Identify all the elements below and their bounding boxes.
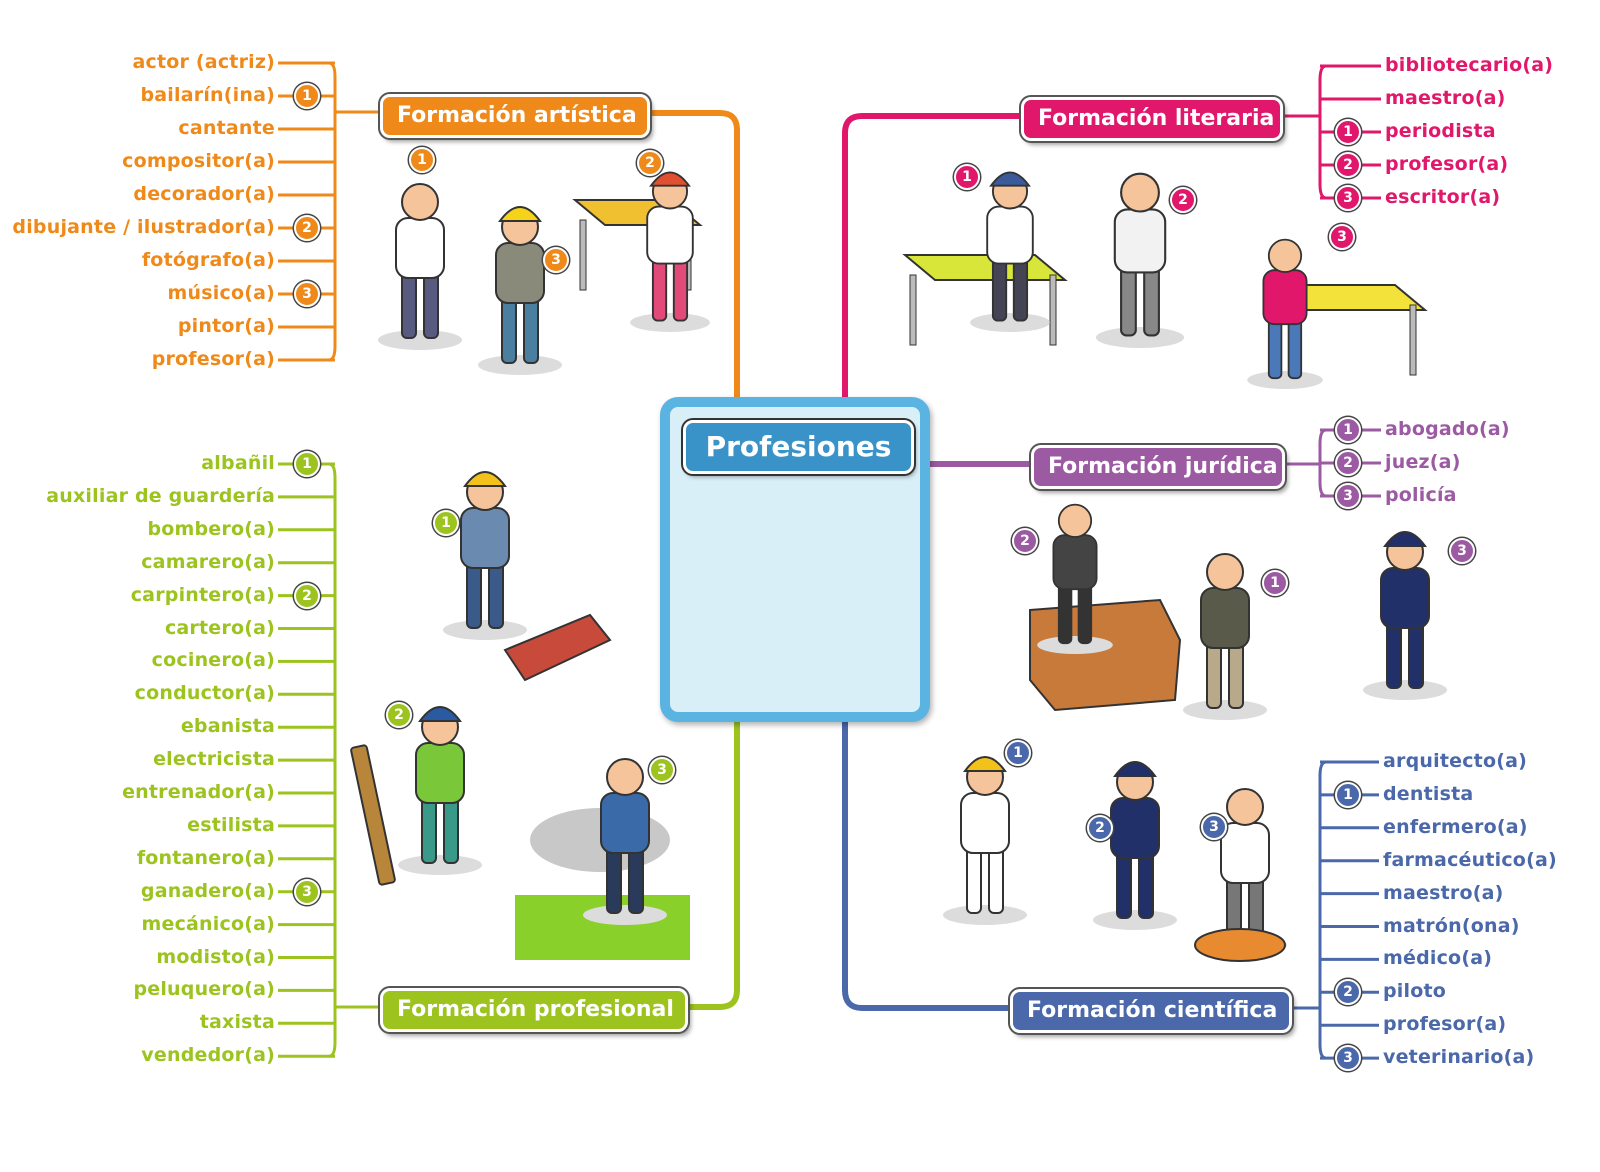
scene-number-badge: 2 [1087,815,1113,841]
category-literaria[interactable]: Formación literaria [1021,97,1283,141]
scene-number-badge: 3 [649,757,675,783]
number-badge: 2 [294,215,320,241]
branch-item-cientifica[interactable]: piloto [1383,980,1447,1003]
branch-item-juridica[interactable]: policía [1385,484,1457,506]
category-artistica[interactable]: Formación artística [380,94,650,138]
number-badge: 2 [1335,979,1361,1006]
number-badge: 1 [294,83,320,109]
scene-number-badge: 3 [1201,814,1227,840]
branch-item-profesional[interactable]: ebanista [180,715,275,738]
branch-item-profesional[interactable]: fontanero(a) [136,846,275,869]
branch-item-artistica[interactable]: bailarín(ina) [140,84,275,106]
branch-item-cientifica[interactable]: dentista [1383,782,1474,805]
branch-item-profesional[interactable]: conductor(a) [134,682,275,705]
branch-item-artistica[interactable]: músico(a) [167,282,275,304]
branch-item-artistica[interactable]: fotógrafo(a) [141,249,275,271]
number-badge: 3 [294,878,320,905]
branch-item-cientifica[interactable]: médico(a) [1383,947,1493,970]
center-title: Profesiones [683,420,914,474]
branch-item-juridica[interactable]: abogado(a) [1385,418,1510,440]
category-profesional[interactable]: Formación profesional [380,988,688,1032]
branch-item-profesional[interactable]: taxista [199,1011,275,1034]
branch-item-profesional[interactable]: bombero(a) [147,517,275,540]
scene-number-badge: 3 [1329,224,1355,250]
branch-item-artistica[interactable]: dibujante / ilustrador(a) [12,216,275,238]
number-badge: 3 [1335,483,1361,509]
branch-item-artistica[interactable]: profesor(a) [151,348,275,370]
scene-number-badge: 1 [433,510,459,536]
scene-number-badge: 2 [1012,528,1038,554]
branch-item-profesional[interactable]: cartero(a) [164,616,275,639]
branch-item-profesional[interactable]: carpintero(a) [130,583,275,606]
scene-number-badge: 2 [386,702,412,728]
branch-item-profesional[interactable]: estilista [187,813,275,836]
number-badge: 1 [294,451,320,477]
number-badge: 2 [294,582,320,609]
scene-number-badge: 3 [1449,538,1475,564]
branch-item-cientifica[interactable]: veterinario(a) [1383,1046,1535,1069]
branch-item-literaria[interactable]: periodista [1385,120,1496,142]
branch-item-juridica[interactable]: juez(a) [1385,451,1461,473]
branch-item-profesional[interactable]: peluquero(a) [133,978,275,1001]
scene-number-badge: 1 [1005,740,1031,766]
number-badge: 3 [1335,185,1361,211]
number-badge: 2 [1335,450,1361,476]
branch-item-profesional[interactable]: albañil [201,452,275,474]
branch-item-literaria[interactable]: profesor(a) [1385,153,1509,175]
branch-item-profesional[interactable]: entrenador(a) [122,781,275,803]
branch-item-profesional[interactable]: camarero(a) [141,550,275,573]
branch-item-profesional[interactable]: ganadero(a) [140,879,275,902]
category-juridica[interactable]: Formación jurídica [1031,445,1285,489]
branch-item-cientifica[interactable]: matrón(ona) [1383,914,1520,937]
scene-number-badge: 2 [637,150,663,176]
branch-item-literaria[interactable]: bibliotecario(a) [1385,54,1554,76]
branch-item-artistica[interactable]: decorador(a) [133,183,275,205]
category-cientifica[interactable]: Formación científica [1010,989,1292,1033]
branch-item-artistica[interactable]: compositor(a) [122,150,275,172]
branch-item-literaria[interactable]: maestro(a) [1385,87,1506,109]
scene-number-badge: 1 [1262,570,1288,596]
number-badge: 1 [1335,417,1361,443]
branch-item-cientifica[interactable]: profesor(a) [1383,1013,1507,1036]
scene-number-badge: 1 [954,164,980,190]
number-badge: 3 [294,281,320,307]
branch-item-cientifica[interactable]: maestro(a) [1383,881,1504,904]
branch-item-artistica[interactable]: cantante [178,117,275,139]
branch-item-profesional[interactable]: vendedor(a) [141,1044,275,1067]
branch-item-profesional[interactable]: mecánico(a) [141,912,275,935]
branch-item-artistica[interactable]: actor (actriz) [132,51,275,73]
number-badge: 1 [1335,119,1361,145]
number-badge: 2 [1335,152,1361,178]
branch-item-profesional[interactable]: modisto(a) [156,945,275,968]
scene-number-badge: 2 [1170,187,1196,213]
number-badge: 1 [1335,781,1361,808]
branch-item-cientifica[interactable]: arquitecto(a) [1383,750,1527,772]
scene-number-badge: 3 [543,247,569,273]
branch-item-profesional[interactable]: electricista [153,748,275,771]
branch-item-literaria[interactable]: escritor(a) [1385,186,1501,208]
branch-item-cientifica[interactable]: enfermero(a) [1383,815,1528,838]
branch-item-profesional[interactable]: cocinero(a) [151,649,275,672]
branch-item-profesional[interactable]: auxiliar de guardería [46,484,275,507]
branch-item-cientifica[interactable]: farmacéutico(a) [1383,848,1557,871]
number-badge: 3 [1335,1045,1361,1072]
scene-number-badge: 1 [409,147,435,173]
branch-item-artistica[interactable]: pintor(a) [177,315,275,337]
